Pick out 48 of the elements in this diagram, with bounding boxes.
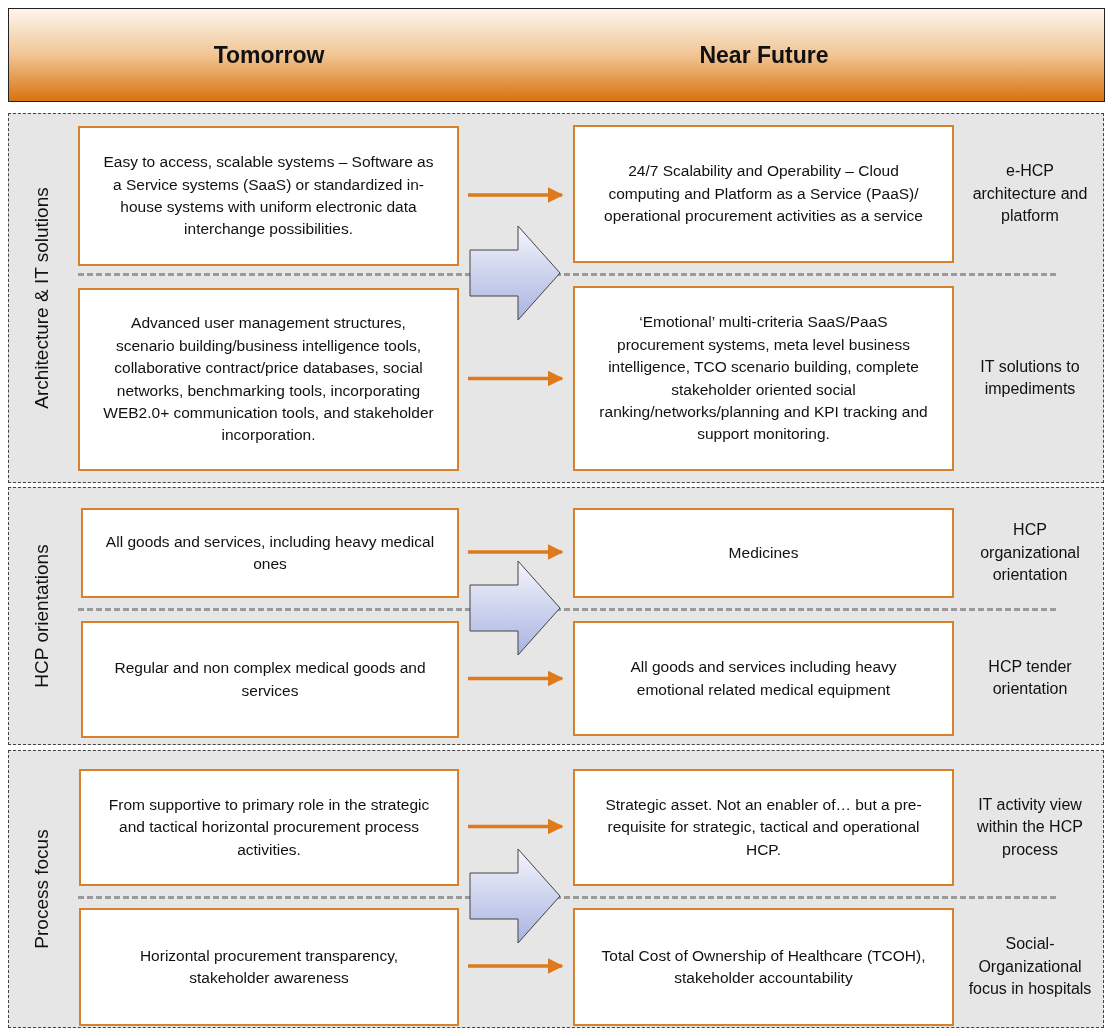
text-box xyxy=(573,621,954,736)
section-heading: Architecture & IT solutions xyxy=(31,187,53,409)
arrow xyxy=(468,544,564,560)
section-panel xyxy=(8,113,1104,483)
arrow xyxy=(468,958,564,974)
row-label: HCP organizational orientation xyxy=(979,519,1081,586)
column-heading: Tomorrow xyxy=(213,41,325,69)
direction-arrow xyxy=(469,560,561,656)
box-text: Regular and non complex medical goods and services xyxy=(113,658,427,701)
header-band xyxy=(8,8,1105,102)
text-box xyxy=(79,908,459,1026)
box-text: 24/7 Scalability and Operability – Cloud computing and Platform as a Service (PaaS)/ operational procurement activities as a service xyxy=(603,161,924,227)
section-panel xyxy=(8,487,1104,745)
direction-arrow xyxy=(469,848,561,944)
box-text: Total Cost of Ownership of Healthcare (TCOH), stakeholder accountability xyxy=(600,945,927,988)
column-heading: Near Future xyxy=(699,41,829,69)
box-text: ‘Emotional’ multi-criteria SaaS/PaaS procurement systems, meta level business intelligence, TCO scenario building, complete stakeholder oriented social ranking/networks/planning and KPI tracking and support monitoring. xyxy=(598,312,929,445)
arrow xyxy=(468,818,564,835)
box-text: Medicines xyxy=(728,542,799,563)
arrow xyxy=(468,370,564,387)
text-box xyxy=(78,288,459,471)
text-box xyxy=(573,286,954,471)
row-label: IT solutions to impediments xyxy=(979,356,1081,400)
direction-arrow xyxy=(469,225,561,321)
section-heading: HCP orientations xyxy=(31,544,53,688)
box-text: Advanced user management structures, scenario building/business intelligence tools, collaborative contract/price databases, social networks, benchmarking tools, incorporating WEB2.0+ communication tools, and stakeholder incorporation. xyxy=(102,313,435,446)
row-label: Social-Organizational focus in hospitals xyxy=(967,933,1093,1000)
row-label: IT activity view within the HCP process xyxy=(976,794,1084,860)
text-box xyxy=(573,769,954,886)
section-panel xyxy=(8,750,1104,1028)
text-box xyxy=(78,126,459,266)
box-text: Horizontal procurement transparency, stakeholder awareness xyxy=(138,945,400,988)
row-label: e-HCP architecture and platform xyxy=(971,160,1089,227)
box-text: Easy to access, scalable systems – Software as a Service systems (SaaS) or standardized in-house systems with uniform electronic data interchange possibilities. xyxy=(102,152,435,240)
box-text: Strategic asset. Not an enabler of… but a pre-requisite for strategic, tactical and operational HCP. xyxy=(604,794,923,860)
arrow xyxy=(468,670,564,687)
section-heading: Process focus xyxy=(31,829,53,949)
row-label: HCP tender orientation xyxy=(987,656,1073,700)
text-box xyxy=(81,621,459,738)
box-text: From supportive to primary role in the strategic and tactical horizontal procurement process activities. xyxy=(107,794,431,860)
text-box xyxy=(573,125,954,263)
text-box xyxy=(79,769,459,886)
box-text: All goods and services, including heavy medical ones xyxy=(105,531,435,574)
text-box xyxy=(573,508,954,598)
text-box xyxy=(81,508,459,598)
text-box xyxy=(573,908,954,1026)
box-text: All goods and services including heavy emotional related medical equipment xyxy=(629,657,898,700)
arrow xyxy=(468,187,564,203)
